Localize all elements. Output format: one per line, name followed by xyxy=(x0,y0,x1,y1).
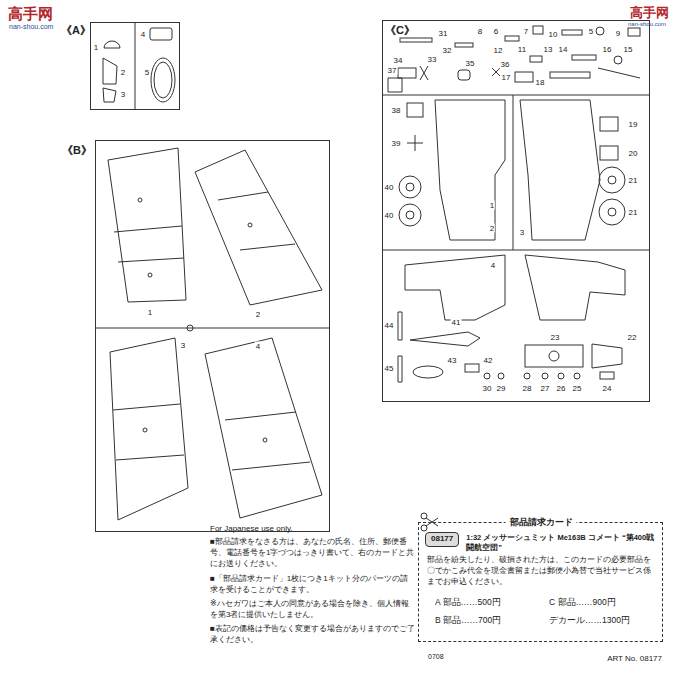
part-number: 23 xyxy=(550,333,561,342)
part-number: 2 xyxy=(255,310,261,319)
watermark: nan-shou.com xyxy=(628,20,666,28)
part-number: 1 xyxy=(147,308,153,317)
sprue-c-parts xyxy=(382,26,650,382)
part-number: 4 xyxy=(490,261,496,270)
note-text: ■部品請求をなさる方は、あなたの氏名、住所、郵便番号、電話番号を1字づつはっきり… xyxy=(210,537,415,569)
part-number: 11 xyxy=(517,45,527,54)
part-number: 4 xyxy=(140,30,146,39)
part-number: 5 xyxy=(144,68,150,77)
note-text: ■表記の価格は予告なく変更する場合がありますのでご了承ください。 xyxy=(210,624,415,646)
part-number: 25 xyxy=(572,384,583,393)
price-row: C 部品……900円 xyxy=(549,597,616,608)
part-number: 14 xyxy=(558,45,569,54)
part-number: 32 xyxy=(442,46,453,55)
part-number: 44 xyxy=(384,321,395,330)
part-number: 15 xyxy=(623,45,634,54)
note-heading: For Japanese use only. xyxy=(210,524,293,535)
article-number: ART No. 08177 xyxy=(607,654,662,665)
part-number: 40 xyxy=(384,183,395,192)
part-number: 27 xyxy=(540,384,551,393)
sprue-letter: 《A》 xyxy=(61,23,91,38)
part-number: 6 xyxy=(493,27,499,36)
part-number: 3 xyxy=(519,228,525,237)
watermark: nan-shou.com xyxy=(9,22,53,31)
part-number: 18 xyxy=(535,78,546,87)
price-row: A 部品……500円 xyxy=(435,597,501,608)
part-number: 45 xyxy=(384,364,395,373)
card-instructions: 部品を紛失したり、破損された方は、このカードの必要部品を〇でかこみ代金を現金書留… xyxy=(427,555,655,587)
part-number: 17 xyxy=(501,73,512,82)
watermark: 高手网 xyxy=(630,4,669,22)
part-number: 40 xyxy=(384,211,395,220)
part-number: 42 xyxy=(483,356,494,365)
part-number: 24 xyxy=(602,384,613,393)
part-number: 37 xyxy=(387,66,398,75)
part-number: 41 xyxy=(451,318,462,327)
sprue-frame: 《B》 xyxy=(95,140,330,532)
part-number: 2 xyxy=(489,224,495,233)
part-number: 34 xyxy=(393,56,404,65)
card-title: 1:32 メッサーシュミット Me163B コメート “第400戦闘航空団” xyxy=(466,533,658,553)
sprue-a-parts xyxy=(103,22,175,110)
sprue-b-parts xyxy=(95,148,330,520)
part-number: 7 xyxy=(523,27,529,36)
parts-request-card: 部品請求カード1:32 メッサーシュミット Me163B コメート “第400戦… xyxy=(418,522,663,642)
part-number: 13 xyxy=(543,45,554,54)
note-text: ■「部品請求カード」1枚につき1キット分のパーツの請求を受けることができます。 xyxy=(210,574,415,596)
part-number: 5 xyxy=(588,27,594,36)
card-heading: 部品請求カード xyxy=(506,516,577,528)
part-number: 3 xyxy=(120,90,126,99)
part-number: 21 xyxy=(628,176,639,185)
part-number: 20 xyxy=(628,149,639,158)
part-number: 9 xyxy=(615,29,621,38)
part-number: 12 xyxy=(493,46,504,55)
note-text: ※ハセガワはご本人の同意がある場合を除き、個人情報を第3者に提供いたしません。 xyxy=(210,599,415,621)
part-number: 29 xyxy=(496,384,507,393)
kit-number-box: 08177 xyxy=(425,532,459,547)
part-number: 30 xyxy=(482,384,493,393)
part-number: 43 xyxy=(447,356,458,365)
part-number: 39 xyxy=(391,139,402,148)
part-number: 4 xyxy=(255,342,261,351)
part-number: 21 xyxy=(628,208,639,217)
part-number: 16 xyxy=(602,45,613,54)
part-number: 33 xyxy=(427,55,438,64)
kit-number: 08177 xyxy=(431,534,453,545)
part-number: 38 xyxy=(391,106,402,115)
price-row: B 部品……700円 xyxy=(435,615,501,626)
part-number: 1 xyxy=(489,201,495,210)
part-number: 1 xyxy=(93,43,99,52)
sprue-frame: 《C》 xyxy=(382,20,650,402)
part-number: 19 xyxy=(628,120,639,129)
part-number: 31 xyxy=(438,29,449,38)
print-code: 0708 xyxy=(428,652,444,661)
part-number: 35 xyxy=(465,59,476,68)
part-number: 10 xyxy=(548,30,559,39)
sprue-letter: 《C》 xyxy=(385,23,415,38)
part-number: 28 xyxy=(522,384,533,393)
part-number: 8 xyxy=(477,27,483,36)
sprue-frame: 《A》 xyxy=(90,22,180,110)
part-number: 3 xyxy=(180,341,186,350)
part-number: 22 xyxy=(627,333,638,342)
price-row: デカール……1300円 xyxy=(549,615,630,626)
part-number: 2 xyxy=(120,68,126,77)
sprue-letter: 《B》 xyxy=(62,143,92,158)
part-number: 36 xyxy=(500,60,511,69)
part-number: 26 xyxy=(556,384,567,393)
watermark: 高手网 xyxy=(8,4,53,24)
